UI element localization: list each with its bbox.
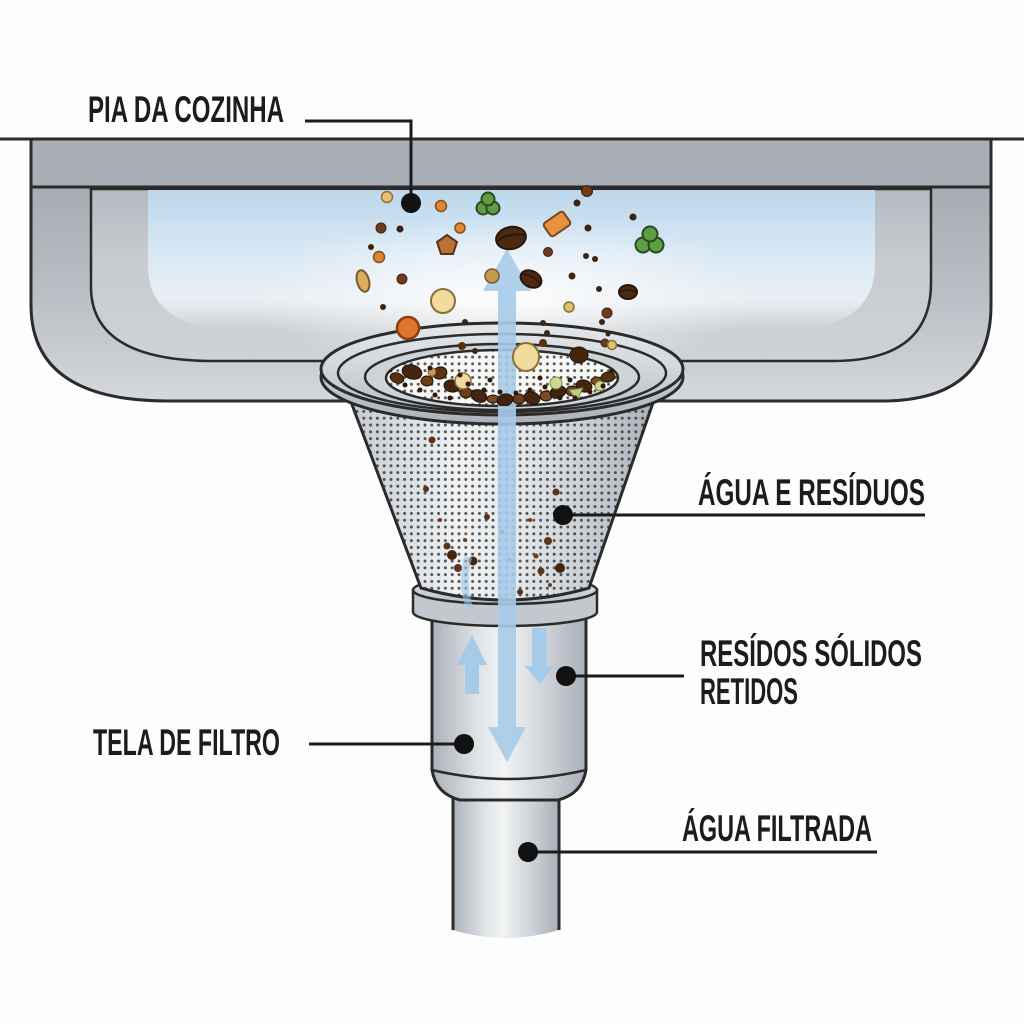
falling-debris	[355, 185, 665, 354]
cream-blob	[430, 288, 456, 314]
label-text-pia-da-cozinha: PIA DA COZINHA	[88, 89, 284, 130]
label-text-retidos: RETIDOS	[700, 671, 798, 712]
flow-streak	[460, 556, 473, 608]
housing-shoulder-line	[431, 768, 587, 781]
label-agua-e-residuos: ÁGUA E RESÍDUOS	[553, 472, 925, 525]
orange-blob-on-rim	[395, 315, 421, 341]
tan-bean	[355, 269, 371, 293]
flow-arrow-down-right	[525, 628, 554, 684]
leader-dot	[556, 666, 576, 686]
leader-dot	[401, 193, 421, 213]
coffee-bean	[618, 284, 638, 300]
label-text-residos-solidos: RESÍDOS SÓLIDOS	[700, 632, 922, 674]
cream-blob-on-rim	[512, 342, 540, 372]
countertop-band	[29, 137, 993, 189]
coffee-bean	[519, 269, 543, 289]
label-text-agua-filtrada: ÁGUA FILTRADA	[682, 808, 872, 849]
water-flow-arrows	[457, 249, 554, 762]
broccoli-bit	[634, 225, 665, 254]
label-agua-filtrada: ÁGUA FILTRADA	[518, 808, 877, 862]
flow-arrow-up-left	[457, 635, 487, 694]
leader-dot	[518, 842, 538, 862]
leader-dot	[454, 734, 474, 754]
leader-line	[305, 119, 413, 194]
label-text-tela-de-filtro: TELA DE FILTRO	[93, 722, 280, 763]
labels: PIA DA COZINHA ÁGUA E RESÍDUOS RESÍDOS S…	[88, 89, 925, 862]
broccoli-bit	[475, 191, 501, 216]
filtered-water-pipe	[451, 798, 561, 938]
bean-on-rim	[569, 346, 589, 364]
label-residos-solidos-retidos: RESÍDOS SÓLIDOS RETIDOS	[556, 632, 922, 712]
label-pia-da-cozinha: PIA DA COZINHA	[88, 89, 421, 213]
coffee-bean	[495, 225, 527, 251]
label-tela-de-filtro: TELA DE FILTRO	[93, 722, 474, 763]
flow-arrow-main	[483, 249, 531, 762]
orange-peel-bit	[542, 210, 572, 238]
tan-chunk	[484, 268, 500, 284]
brown-chunk	[435, 233, 459, 255]
label-text-agua-e-residuos: ÁGUA E RESÍDUOS	[698, 472, 925, 513]
leader-dot	[553, 505, 573, 525]
